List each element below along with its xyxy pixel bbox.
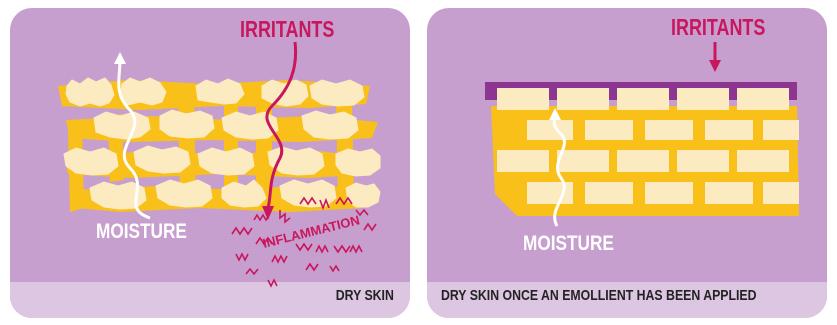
emollient-skin-panel: IRRITANTS MOISTURE DRY SKIN ONCE AN EMOL… — [427, 8, 827, 318]
dry-skin-panel: INFLAMMATION IRRITANTS MOISTURE DRY SKIN — [10, 8, 410, 318]
emollient-skin-illustration — [427, 8, 827, 318]
panel-caption: DRY SKIN — [336, 287, 394, 304]
moisture-label: MOISTURE — [96, 220, 187, 244]
irritants-label: IRRITANTS — [671, 14, 765, 41]
dry-skin-illustration: INFLAMMATION — [10, 8, 410, 318]
moisture-label: MOISTURE — [523, 232, 614, 256]
irritants-label: IRRITANTS — [240, 16, 334, 43]
panel-caption: DRY SKIN ONCE AN EMOLLIENT HAS BEEN APPL… — [441, 287, 757, 304]
